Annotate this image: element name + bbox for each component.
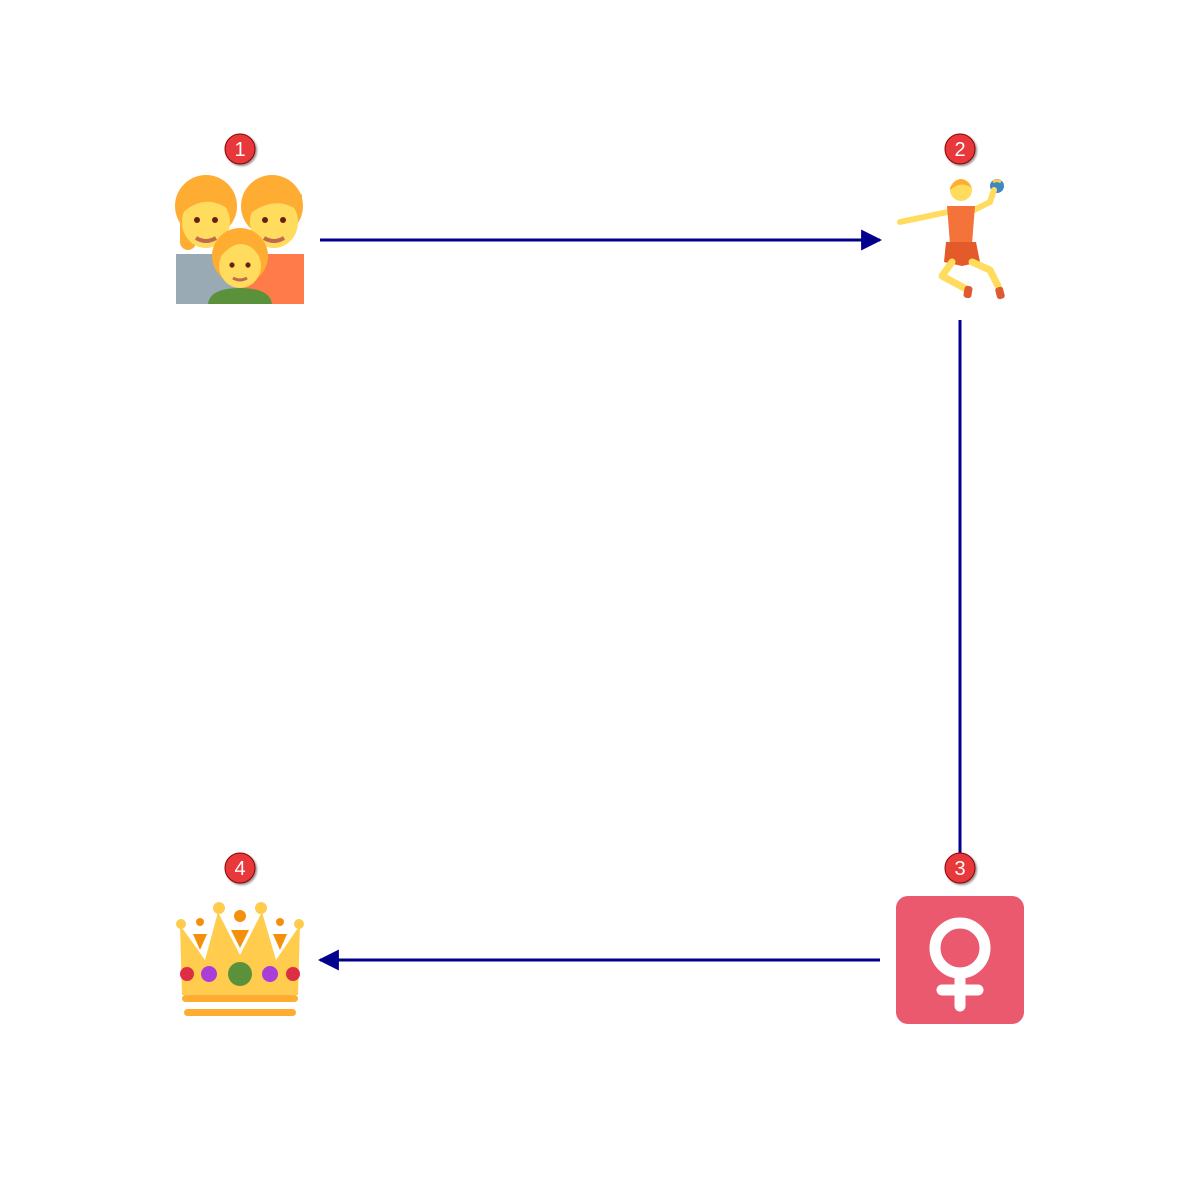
node-2[interactable]: 2 xyxy=(897,133,1005,300)
person-playing-handball-icon xyxy=(897,179,1005,300)
node-badge-label: 2 xyxy=(954,139,965,161)
node-badge-label: 3 xyxy=(954,858,965,880)
node-badge xyxy=(224,133,256,165)
node-badge-label: 4 xyxy=(234,858,245,880)
family-icon xyxy=(175,175,304,304)
female-sign-icon xyxy=(896,896,1024,1024)
node-badge xyxy=(224,852,256,884)
node-badge xyxy=(944,133,976,165)
node-1[interactable]: 1 xyxy=(175,133,304,304)
crown-icon xyxy=(176,902,304,1016)
node-3[interactable]: 3 xyxy=(896,852,1024,1024)
node-4[interactable]: 4 xyxy=(176,852,304,1016)
edges xyxy=(317,229,962,971)
node-badge-label: 1 xyxy=(234,139,245,161)
node-badge xyxy=(944,852,976,884)
